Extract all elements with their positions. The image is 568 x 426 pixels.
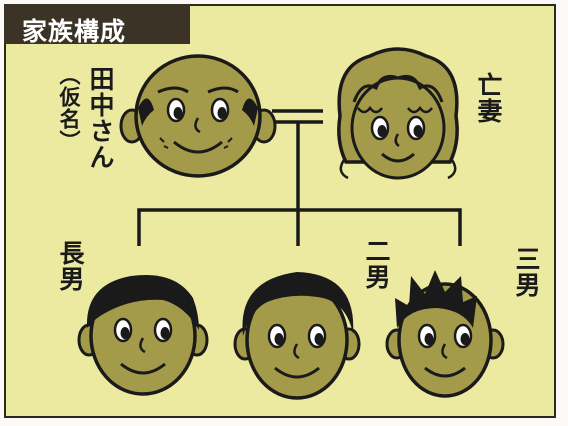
children-connector [137, 122, 462, 246]
son1-label: 長男 [56, 240, 85, 292]
marriage-line [272, 109, 323, 124]
son2-label: 二男 [362, 238, 391, 290]
diagram-title: 家族構成 [22, 17, 127, 46]
wife-face-icon [337, 47, 459, 180]
father-pseudonym-note: （仮名） [57, 64, 81, 152]
wife-label: 亡妻 [474, 72, 503, 124]
title-bar: 家族構成 [4, 4, 190, 46]
father-name-label: 田中さん [86, 66, 115, 170]
son1-face-icon [77, 274, 209, 396]
father-face-icon [119, 54, 277, 178]
son2-face-icon [233, 272, 361, 400]
son3-face-icon [385, 270, 505, 398]
son3-label: 三男 [512, 246, 541, 298]
